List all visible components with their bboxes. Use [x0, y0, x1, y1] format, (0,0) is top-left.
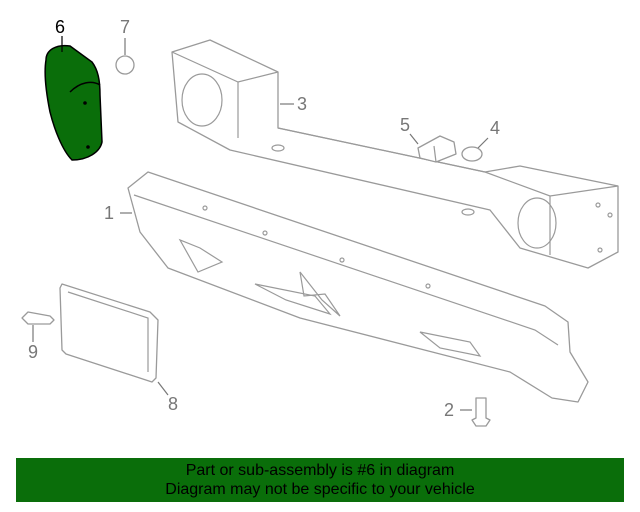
leader-4: [477, 137, 489, 149]
parts-diagram: 1 2 3 4 5 6 7 8 9: [21, 17, 619, 427]
part-7-clip[interactable]: [115, 55, 135, 75]
callout-9: 9: [28, 342, 38, 362]
part-8-plate-bracket[interactable]: [59, 283, 159, 383]
info-banner: Part or sub-assembly is #6 in diagram Di…: [16, 458, 624, 502]
banner-line-1: Part or sub-assembly is #6 in diagram: [185, 462, 455, 479]
part-1-bumper-absorber[interactable]: [127, 171, 589, 403]
leader-5: [409, 133, 419, 145]
part-9-push-pin[interactable]: [21, 311, 55, 325]
callout-4: 4: [490, 118, 500, 138]
callout-6: 6: [55, 17, 65, 37]
part-3-reinforcement-beam[interactable]: [171, 39, 619, 269]
leader-8: [157, 381, 169, 396]
callout-2: 2: [444, 400, 454, 420]
callout-8: 8: [168, 394, 178, 414]
callout-7: 7: [120, 17, 130, 37]
banner-line-2: Diagram may not be specific to your vehi…: [165, 481, 475, 498]
part-2-bolt[interactable]: [471, 397, 491, 427]
callout-5: 5: [400, 115, 410, 135]
callout-1: 1: [104, 203, 114, 223]
callout-3: 3: [297, 94, 307, 114]
part-6-side-bracket[interactable]: [44, 44, 103, 161]
part-5-bracket[interactable]: [417, 135, 457, 163]
part-4-grommet[interactable]: [461, 146, 483, 162]
